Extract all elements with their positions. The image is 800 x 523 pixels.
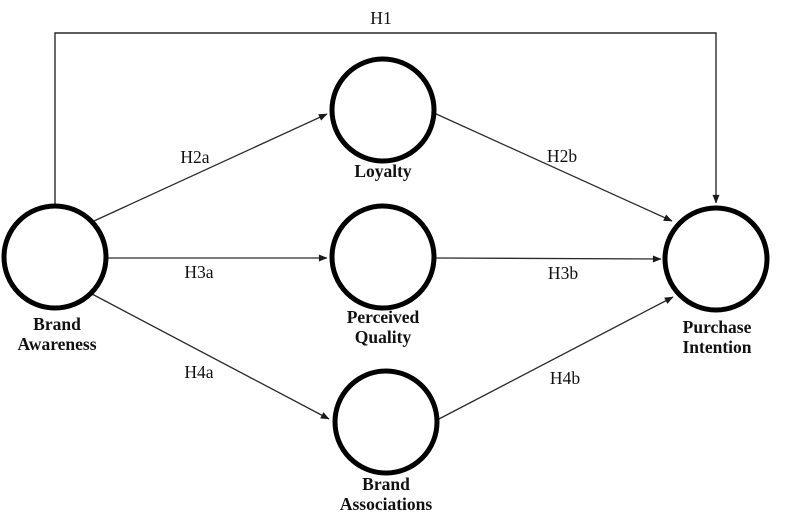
node-label-loyalty: Loyalty <box>354 161 412 182</box>
node-circle-loyalty <box>329 56 437 164</box>
node-label-line: Intention <box>682 336 752 357</box>
edge-arrow-h3b <box>435 255 662 263</box>
edge-arrow-h2a <box>93 113 328 222</box>
edge-label-h4a: H4a <box>184 362 214 382</box>
edge-arrow-h2b <box>433 112 673 222</box>
edge-label-h3a: H3a <box>184 262 214 282</box>
node-circle-purchase-intention <box>662 205 770 313</box>
node-circle-perceived-quality <box>329 203 437 311</box>
node-label-line: Purchase <box>682 317 752 337</box>
edge-arrow-h4a <box>91 293 330 420</box>
node-label-line: Brand <box>33 314 81 334</box>
node-label-brand-awareness: Brand Awareness <box>17 314 97 354</box>
node-label-perceived-quality: Perceived Quality <box>346 307 420 347</box>
edge-arrow-h1 <box>54 32 720 204</box>
node-label-line: Quality <box>354 326 412 347</box>
node-label-purchase-intention: Purchase Intention <box>682 317 752 357</box>
node-label-line: Awareness <box>17 333 97 354</box>
edge-label-h2b: H2b <box>546 146 578 166</box>
node-circle-brand-associations <box>332 368 440 476</box>
edge-label-h2a: H2a <box>180 147 210 167</box>
node-label-brand-associations: Brand Associations <box>339 474 433 514</box>
node-label-line: Perceived <box>346 307 420 327</box>
edge-arrow-h4b <box>436 296 674 421</box>
edge-label-h4b: H4b <box>549 368 581 388</box>
edge-label-h3b: H3b <box>547 263 579 283</box>
node-label-line: Loyalty <box>354 161 412 181</box>
node-circle-brand-awareness <box>1 203 109 311</box>
edge-label-h1: H1 <box>370 8 392 28</box>
node-label-line: Associations <box>339 493 433 514</box>
node-label-line: Brand <box>362 474 410 494</box>
